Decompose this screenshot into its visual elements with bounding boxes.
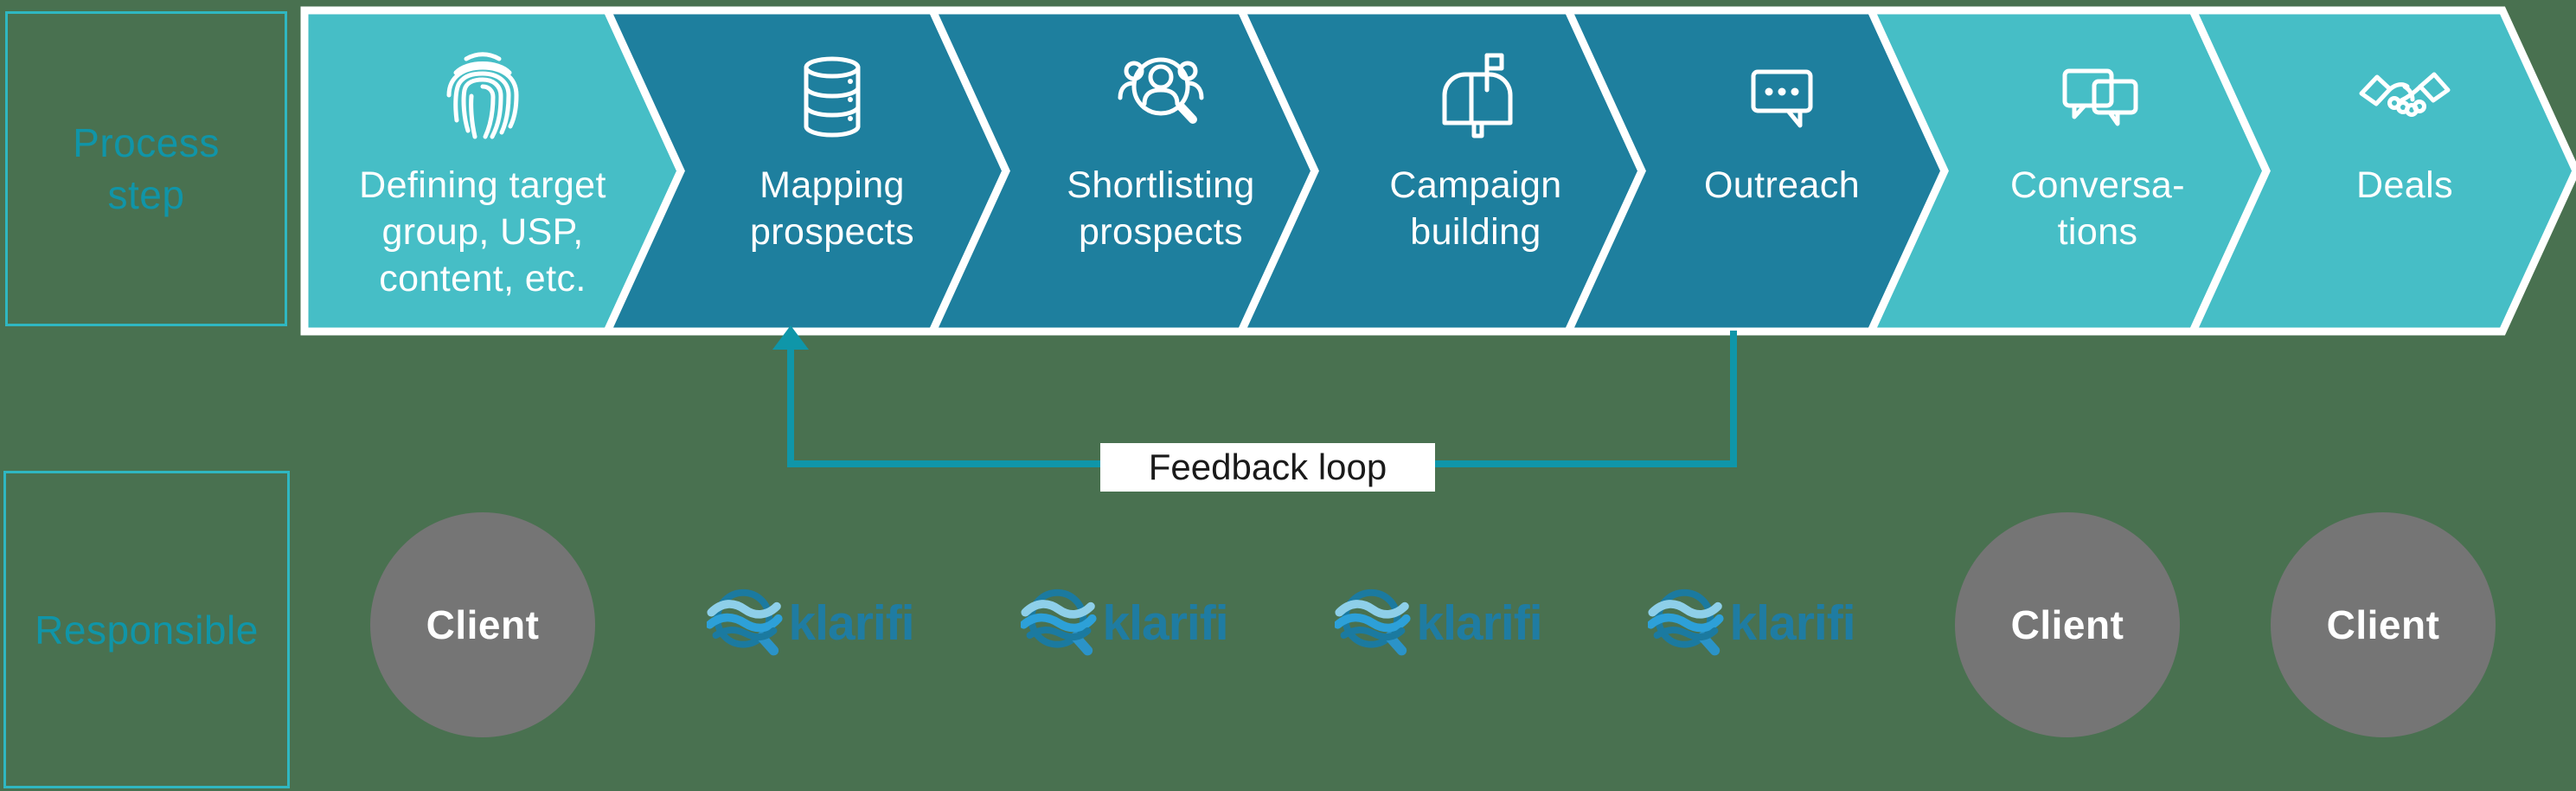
client-label: Client [2010, 602, 2124, 647]
chat-ellipsis-icon [1751, 69, 1813, 128]
step-label-line: prospects [1078, 211, 1244, 253]
step-label-line: Conversa- [2010, 164, 2185, 206]
klarifi-wordmark: klarifi [1729, 595, 1855, 651]
responsible-klarifi-logo-3: klarifi [1317, 584, 1560, 662]
responsible-client-circle-3: Client [2271, 512, 2496, 737]
step-label-line: content, etc. [379, 258, 586, 299]
klarifi-wordmark: klarifi [1102, 595, 1228, 651]
step-label-line: Deals [2356, 164, 2453, 206]
step-label-line: Outreach [1703, 164, 1861, 206]
klarifi-magnifier-icon [1335, 588, 1412, 656]
process-chevron-band [300, 6, 2576, 336]
step-label-line: prospects [749, 211, 915, 253]
feedback-loop-arrowhead-icon [772, 325, 809, 350]
step-label-defining-target: Defining target group, USP, content, etc… [310, 162, 656, 302]
step-label-outreach: Outreach [1609, 162, 1955, 209]
step-label-line: group, USP, [381, 211, 584, 253]
step-label-line: Shortlisting [1067, 164, 1255, 206]
responsible-klarifi-logo-4: klarifi [1631, 584, 1873, 662]
step-label-campaign-building: Campaign building [1303, 162, 1649, 255]
client-label: Client [2326, 602, 2440, 647]
step-label-line: Mapping [759, 164, 905, 206]
step-label-line: Campaign [1389, 164, 1562, 206]
responsible-label: Responsible [35, 607, 259, 653]
responsible-box: Responsible [3, 471, 290, 788]
klarifi-wordmark: klarifi [788, 595, 914, 651]
responsible-client-circle-2: Client [1955, 512, 2180, 737]
fingerprint-icon [446, 52, 519, 139]
responsible-client-circle-1: Client [370, 512, 595, 737]
database-icon [804, 56, 861, 138]
mailbox-icon [1442, 53, 1513, 138]
chevron-step-7 [2186, 6, 2576, 336]
step-label-line: tions [2057, 211, 2138, 253]
client-label: Client [426, 602, 540, 647]
step-label-conversations: Conversa- tions [1925, 162, 2271, 255]
klarifi-magnifier-icon [707, 588, 784, 656]
step-label-shortlisting-prospects: Shortlisting prospects [988, 162, 1334, 255]
responsible-klarifi-logo-2: klarifi [1003, 584, 1246, 662]
responsible-klarifi-logo-1: klarifi [689, 584, 932, 662]
prospect-search-icon [1118, 57, 1204, 124]
chat-bubbles-icon [2062, 68, 2138, 126]
klarifi-magnifier-icon [1648, 588, 1725, 656]
process-step-label-line1: Process [73, 120, 220, 165]
process-step-label-line2: step [107, 172, 185, 217]
feedback-loop-label: Feedback loop [1100, 443, 1435, 492]
klarifi-wordmark: klarifi [1416, 595, 1542, 651]
step-label-mapping-prospects: Mapping prospects [659, 162, 1005, 255]
step-label-deals: Deals [2232, 162, 2576, 209]
feedback-loop-line-left [787, 348, 794, 467]
feedback-loop-line-right [1730, 331, 1737, 464]
feedback-loop-label-text: Feedback loop [1148, 447, 1387, 487]
process-step-box: Process step [5, 11, 287, 326]
step-label-line: Defining target [359, 164, 606, 206]
handshake-icon [2359, 72, 2451, 117]
step-label-line: building [1410, 211, 1541, 253]
klarifi-magnifier-icon [1021, 588, 1098, 656]
